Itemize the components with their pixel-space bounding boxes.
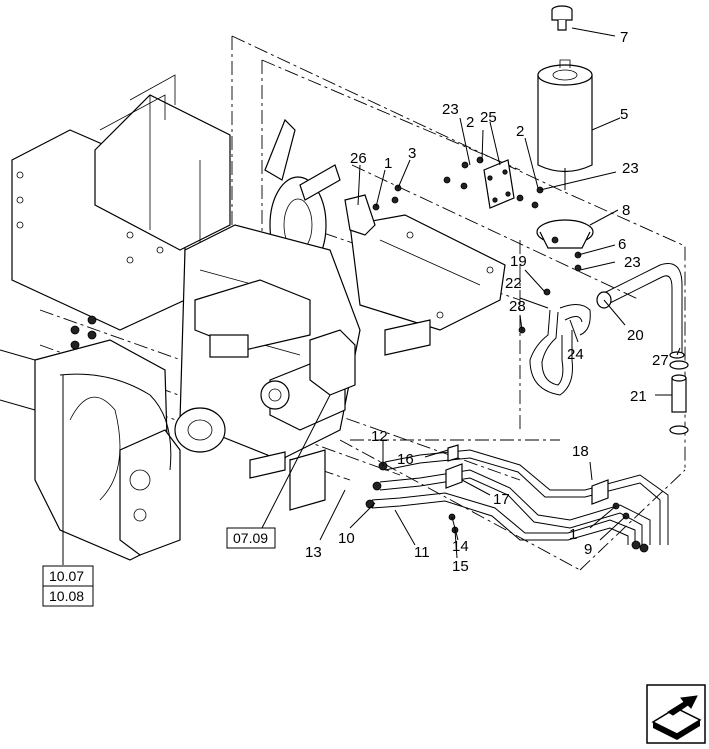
- ref-0709-label: 07.09: [233, 530, 268, 546]
- callout-18: 18: [572, 443, 589, 460]
- callout-19: 19: [510, 253, 527, 270]
- callout-17: 17: [493, 491, 510, 508]
- callout-16: 16: [397, 451, 414, 468]
- reservoir-group: [344, 5, 594, 334]
- hoses: [529, 263, 689, 435]
- reference-box-0709[interactable]: 07.09: [226, 527, 276, 549]
- callout-11: 11: [414, 544, 430, 561]
- callout-23-low: 23: [624, 254, 641, 271]
- callout-23-top: 23: [442, 101, 459, 118]
- callout-9: 9: [584, 541, 592, 558]
- callout-1-top: 1: [384, 155, 392, 172]
- callout-labels: 7 5 23 2 25 2 23 26 1 3 8 6 23 19 22 28 …: [305, 29, 669, 575]
- callout-8: 8: [622, 202, 630, 219]
- callout-22: 22: [505, 275, 522, 292]
- callout-3: 3: [408, 145, 416, 162]
- callout-20: 20: [627, 327, 644, 344]
- callout-6: 6: [618, 236, 626, 253]
- next-page-arrow-icon[interactable]: [646, 684, 706, 744]
- engine-assembly: [0, 74, 361, 561]
- callout-12: 12: [371, 428, 388, 445]
- callout-10: 10: [338, 530, 355, 547]
- callout-24: 24: [567, 346, 584, 363]
- callout-1-bottom: 1: [569, 526, 577, 543]
- callout-2-left: 2: [466, 114, 474, 131]
- callout-15: 15: [452, 558, 469, 575]
- reference-box-1008[interactable]: 10.08: [42, 585, 94, 607]
- callout-7: 7: [620, 29, 628, 46]
- callout-25: 25: [480, 109, 497, 126]
- callout-28: 28: [509, 298, 526, 315]
- reference-box-1007[interactable]: 10.07: [42, 565, 94, 587]
- callout-26: 26: [350, 150, 367, 167]
- callout-13: 13: [305, 544, 322, 561]
- callout-14: 14: [452, 538, 469, 555]
- frame-rail: [249, 214, 506, 511]
- callout-5: 5: [620, 106, 628, 123]
- callout-23-mid: 23: [622, 160, 639, 177]
- ref-1007-label: 10.07: [49, 568, 84, 584]
- callout-2-right: 2: [516, 123, 524, 140]
- callout-27: 27: [652, 352, 669, 369]
- hydraulic-lines: [365, 444, 669, 553]
- ref-1008-label: 10.08: [49, 588, 84, 604]
- callout-21: 21: [630, 388, 647, 405]
- leader-lines: [62, 27, 681, 565]
